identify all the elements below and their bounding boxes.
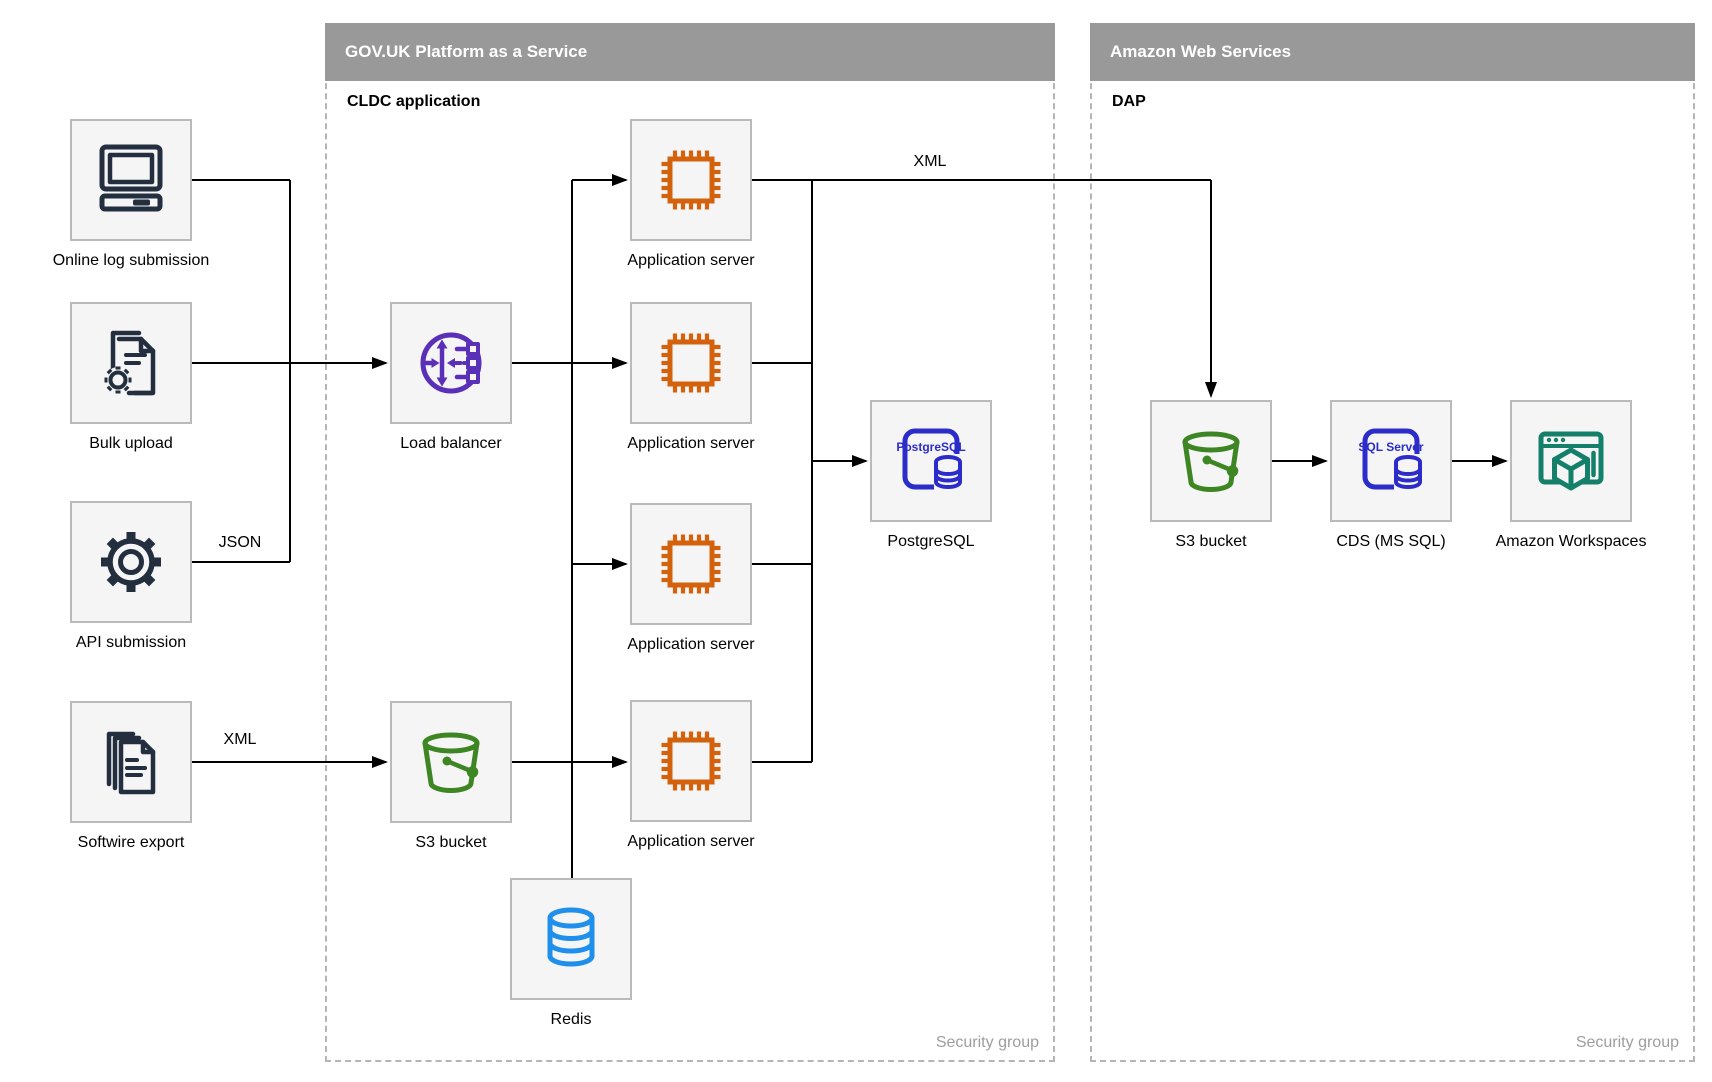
- container-govuk-security-group: Security group: [935, 1034, 1039, 1051]
- container-aws-sublabel: DAP: [1112, 93, 1146, 110]
- edge-label-json: JSON: [215, 534, 265, 552]
- load-balancer-icon: [420, 332, 482, 394]
- node-redis: [510, 878, 632, 1000]
- gear-icon: [101, 532, 161, 592]
- node-label: Application server: [627, 252, 755, 269]
- container-govuk-sublabel: CLDC application: [347, 93, 481, 110]
- node-load-balancer: [390, 302, 512, 424]
- document-gear-icon: [104, 330, 156, 396]
- container-govuk-paas: GOV.UK Platform as a Service CLDC applic…: [325, 23, 1055, 1062]
- container-govuk-header: GOV.UK Platform as a Service: [325, 23, 1055, 81]
- node-app-server-3: [630, 503, 752, 625]
- node-amazon-workspaces: [1510, 400, 1632, 522]
- node-postgresql: PostgreSQL: [870, 400, 992, 522]
- node-label: Application server: [627, 833, 755, 850]
- node-label: Bulk upload: [89, 435, 173, 452]
- node-app-server-1: [630, 119, 752, 241]
- node-softwire-export: [70, 701, 192, 823]
- node-label: Online log submission: [52, 252, 210, 269]
- node-app-server-4: [630, 700, 752, 822]
- node-label: Amazon Workspaces: [1495, 533, 1647, 550]
- node-label: Application server: [627, 636, 755, 653]
- container-aws-header: Amazon Web Services: [1090, 23, 1695, 81]
- node-cds-ms-sql: SQL Server: [1330, 400, 1452, 522]
- postgresql-icon-text: PostgreSQL: [896, 440, 965, 454]
- node-label: API submission: [75, 634, 187, 651]
- chip-icon: [661, 150, 721, 210]
- documents-stack-icon: [106, 731, 156, 795]
- sql-server-icon: SQL Server: [1358, 428, 1424, 490]
- chip-icon: [661, 534, 721, 594]
- node-label: Load balancer: [400, 435, 502, 452]
- workspaces-icon: [1538, 431, 1604, 491]
- s3-bucket-icon: [422, 732, 480, 793]
- edge-label-xml-app: XML: [910, 153, 950, 171]
- container-aws: Amazon Web Services DAP Security group: [1090, 23, 1695, 1062]
- sql-server-icon-text: SQL Server: [1358, 440, 1423, 454]
- chip-icon: [661, 333, 721, 393]
- computer-icon: [99, 144, 163, 212]
- node-label: PostgreSQL: [887, 533, 975, 550]
- edge-label-xml-softwire: XML: [220, 731, 260, 749]
- database-cylinder-icon: [547, 907, 595, 967]
- node-label: CDS (MS SQL): [1336, 533, 1446, 550]
- node-online-log-submission: [70, 119, 192, 241]
- node-s3-bucket-aws: [1150, 400, 1272, 522]
- node-api-submission: [70, 501, 192, 623]
- container-aws-security-group: Security group: [1575, 1034, 1679, 1051]
- chip-icon: [661, 731, 721, 791]
- node-label: S3 bucket: [1175, 533, 1247, 550]
- s3-bucket-icon: [1182, 431, 1240, 492]
- node-label: Application server: [627, 435, 755, 452]
- node-label: S3 bucket: [415, 834, 487, 851]
- node-bulk-upload: [70, 302, 192, 424]
- postgresql-icon: PostgreSQL: [896, 428, 966, 490]
- node-app-server-2: [630, 302, 752, 424]
- node-label: Softwire export: [77, 834, 185, 851]
- node-s3-bucket-govuk: [390, 701, 512, 823]
- node-label: Redis: [550, 1011, 592, 1028]
